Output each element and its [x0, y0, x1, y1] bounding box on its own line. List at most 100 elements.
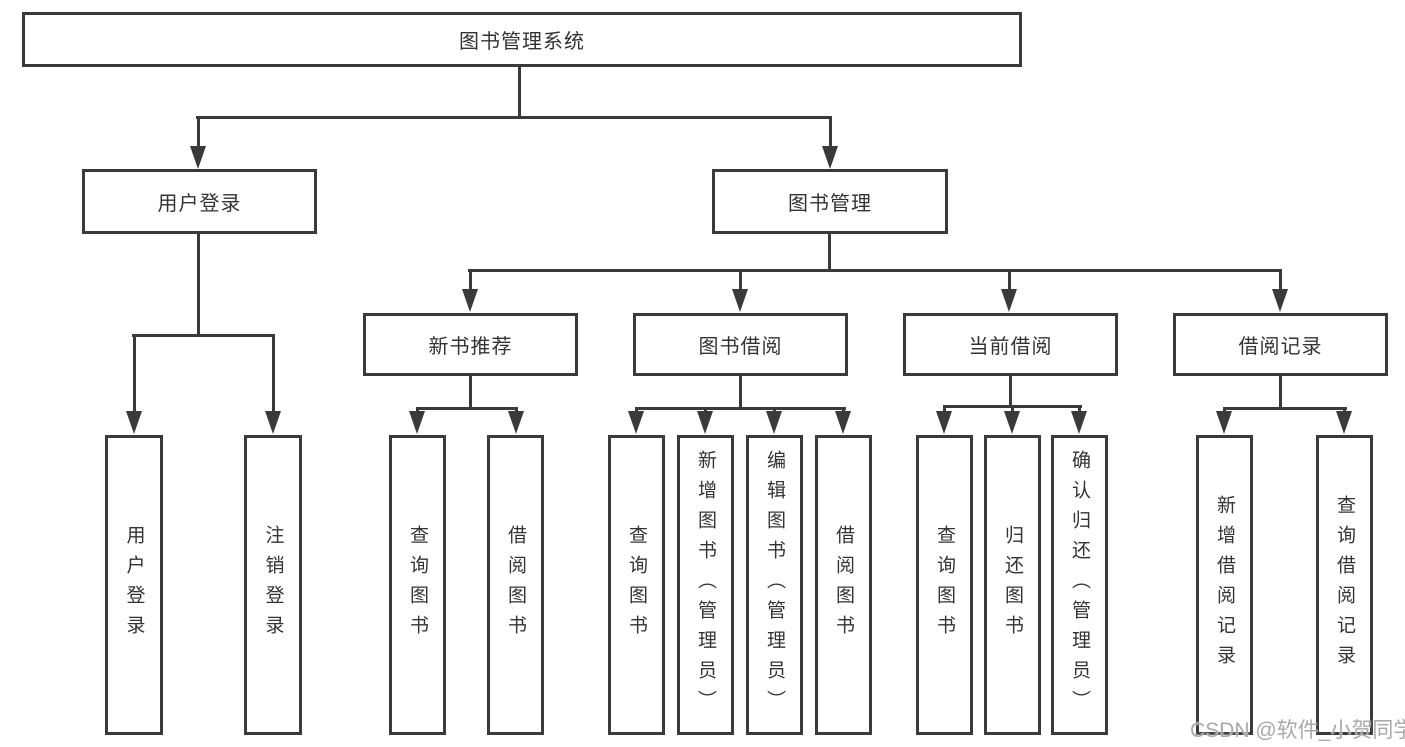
arrow-shaft: [514, 409, 518, 411]
connector-mgmt-vline: [828, 232, 831, 271]
arrow-down-icon: [462, 271, 478, 312]
arrow-shaft: [1010, 407, 1014, 411]
arrow-down-icon: [936, 407, 952, 434]
connector-currentborrow-vline: [1009, 375, 1012, 408]
arrow-down-icon: [1071, 407, 1087, 434]
connector-borrowrecords-vline: [1279, 375, 1282, 410]
node-new-book-recommend-label: 新书推荐: [428, 336, 513, 358]
node-current-borrow: 当前借阅: [903, 313, 1118, 376]
arrow-shaft: [415, 409, 419, 411]
arrow-down-icon: [190, 118, 206, 169]
node-book-management: 图书管理: [712, 169, 948, 234]
arrow-head: [822, 146, 838, 169]
leaf-user-login-label: 用户登录: [123, 525, 145, 645]
arrow-down-icon: [822, 118, 838, 169]
connector-bookborrow-vline: [739, 375, 742, 410]
arrow-head: [766, 411, 782, 434]
arrow-down-icon: [835, 409, 851, 434]
arrow-down-icon: [1216, 409, 1232, 434]
arrow-shaft: [942, 407, 946, 411]
node-book-borrow: 图书借阅: [633, 313, 848, 376]
leaf-query-books-recommend: 查询图书: [389, 435, 446, 735]
arrow-head: [1336, 411, 1352, 434]
arrow-down-icon: [409, 409, 425, 434]
arrow-shaft: [634, 409, 638, 411]
arrow-down-icon: [766, 409, 782, 434]
arrow-shaft: [468, 271, 472, 289]
leaf-add-borrow-record-label: 新增借阅记录: [1214, 495, 1235, 675]
node-borrow-records: 借阅记录: [1173, 313, 1388, 376]
watermark: CSDN @软件_小贺同学: [1190, 719, 1405, 742]
connector-userlogin-vline: [197, 232, 200, 337]
arrow-down-icon: [1004, 407, 1020, 434]
arrow-head: [835, 411, 851, 434]
leaf-return-books: 归还图书: [984, 435, 1041, 735]
leaf-confirm-return-admin: 确认归还（管理员）: [1051, 435, 1108, 735]
arrow-shaft: [703, 409, 707, 411]
connector-newbook-hline: [416, 407, 518, 410]
node-new-book-recommend: 新书推荐: [363, 313, 578, 376]
node-root-label: 图书管理系统: [459, 31, 585, 53]
connector-root-hline: [196, 116, 832, 119]
arrow-head: [190, 146, 206, 169]
node-root: 图书管理系统: [22, 12, 1022, 67]
arrow-shaft: [1222, 409, 1226, 411]
arrow-down-icon: [265, 336, 281, 434]
connector-userlogin-hline: [132, 334, 275, 337]
arrow-head: [1071, 411, 1087, 434]
leaf-return-books-label: 归还图书: [1002, 525, 1023, 645]
arrow-head: [732, 289, 748, 312]
connector-root-vline: [518, 66, 521, 118]
connector-bookborrow-hline: [635, 407, 846, 410]
arrow-shaft: [196, 118, 200, 146]
arrow-shaft: [828, 118, 832, 146]
node-book-borrow-label: 图书借阅: [698, 336, 783, 358]
leaf-query-books-current: 查询图书: [916, 435, 973, 735]
arrow-shaft: [772, 409, 776, 411]
arrow-head: [1216, 411, 1232, 434]
arrow-head: [697, 411, 713, 434]
arrow-head: [1004, 411, 1020, 434]
node-book-management-label: 图书管理: [788, 193, 872, 215]
arrow-down-icon: [732, 271, 748, 312]
arrow-head: [126, 411, 142, 434]
node-borrow-records-label: 借阅记录: [1238, 336, 1323, 358]
leaf-logout: 注销登录: [244, 435, 302, 735]
leaf-borrow-books: 借阅图书: [815, 435, 872, 735]
arrow-head: [462, 289, 478, 312]
arrow-head: [1272, 289, 1288, 312]
arrow-down-icon: [697, 409, 713, 434]
arrow-head: [936, 411, 952, 434]
arrow-head: [1001, 289, 1017, 312]
node-user-login: 用户登录: [82, 169, 317, 234]
leaf-add-borrow-record: 新增借阅记录: [1196, 435, 1253, 735]
leaf-query-books-borrow: 查询图书: [608, 435, 665, 735]
leaf-edit-books-admin-label: 编辑图书（管理员）: [764, 450, 785, 720]
leaf-borrow-books-recommend: 借阅图书: [487, 435, 544, 735]
arrow-down-icon: [628, 409, 644, 434]
connector-currentborrow-hline: [943, 405, 1082, 408]
leaf-add-books-admin: 新增图书（管理员）: [677, 435, 734, 735]
node-user-login-label: 用户登录: [157, 193, 242, 215]
leaf-borrow-books-label: 借阅图书: [833, 525, 854, 645]
node-current-borrow-label: 当前借阅: [968, 336, 1053, 358]
connector-newbook-vline: [469, 375, 472, 410]
arrow-shaft: [1007, 271, 1011, 289]
arrow-down-icon: [126, 336, 142, 434]
arrow-down-icon: [1336, 409, 1352, 434]
leaf-confirm-return-admin-label: 确认归还（管理员）: [1069, 450, 1090, 720]
arrow-down-icon: [1001, 271, 1017, 312]
leaf-query-books-borrow-label: 查询图书: [626, 525, 647, 645]
leaf-edit-books-admin: 编辑图书（管理员）: [746, 435, 803, 735]
arrow-down-icon: [508, 409, 524, 434]
arrow-head: [265, 411, 281, 434]
arrow-shaft: [1077, 407, 1081, 411]
leaf-query-books-current-label: 查询图书: [934, 525, 955, 645]
arrow-shaft: [271, 336, 275, 411]
leaf-borrow-books-recommend-label: 借阅图书: [505, 525, 526, 645]
leaf-add-books-admin-label: 新增图书（管理员）: [695, 450, 716, 720]
arrow-shaft: [132, 336, 136, 411]
arrow-down-icon: [1272, 271, 1288, 312]
connector-borrowrecords-hline: [1223, 407, 1347, 410]
